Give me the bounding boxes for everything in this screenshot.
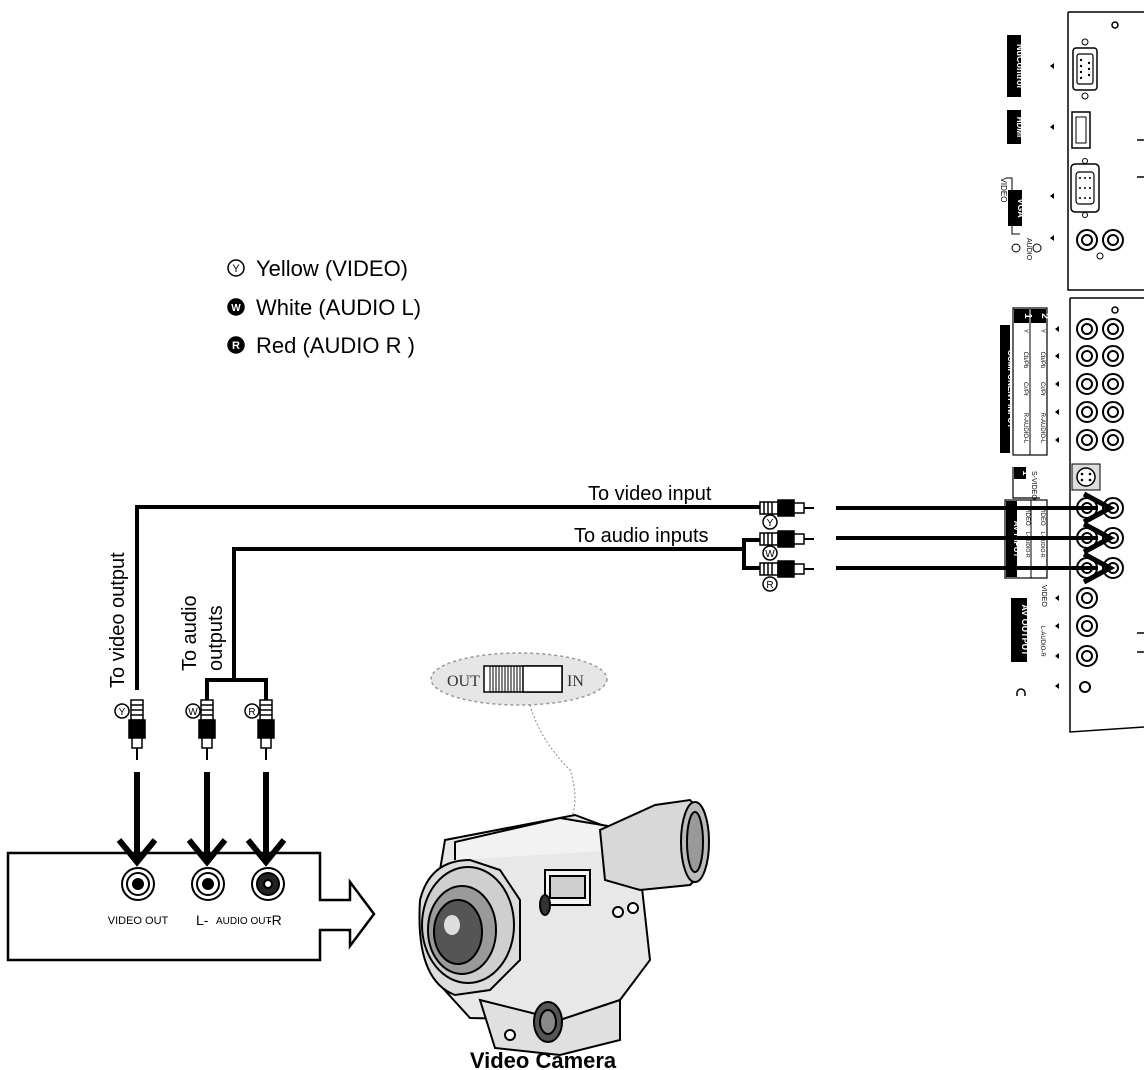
- rca-plug-audio-r: [759, 560, 814, 578]
- to-audio-outputs-label: To audio: [179, 595, 201, 671]
- nucontrol-label-box: [1007, 35, 1021, 97]
- headphone-icon: [1016, 688, 1026, 696]
- audio-right-label: -R: [267, 912, 282, 928]
- legend-symbol: R: [232, 340, 240, 352]
- vga-label: VGA: [1016, 198, 1026, 218]
- vga-video-label: VIDEO: [999, 178, 1008, 203]
- yellow-symbol-icon: [227, 259, 245, 277]
- video-camera-illustration: [418, 798, 710, 1057]
- legend-text: Yellow (VIDEO): [256, 256, 408, 281]
- svideo-number: 1: [1021, 470, 1031, 475]
- to-audio-outputs-label: outputs: [205, 605, 227, 671]
- yellow-symbol-icon: [114, 703, 130, 719]
- rca-plugs-tv: [759, 499, 814, 592]
- plug-symbol: R: [766, 580, 773, 591]
- component-row-label: R-AUDIO-L: [1022, 413, 1028, 444]
- component-input: COMPONENT INPUT 1 2 Y Cb/Pb Cr/Pr R-AUDI…: [1000, 307, 1124, 456]
- cables-to-tv: [135, 491, 1116, 690]
- rca-plug-audio-l-down: [198, 699, 216, 760]
- av-video-label: VIDEO: [1024, 507, 1030, 526]
- arrows-to-camera: [116, 772, 287, 867]
- component-1-label: 1: [1022, 313, 1033, 319]
- legend: Y Yellow (VIDEO) W White (AUDIO L) R Red…: [227, 256, 421, 358]
- av-output: VIDEO AV OUTPUT L-AUDIO-R: [1011, 585, 1098, 696]
- component-jacks: [1076, 318, 1124, 451]
- to-audio-inputs-label: To audio inputs: [574, 525, 709, 547]
- red-symbol-icon: [762, 576, 778, 592]
- audio-l-jack: [191, 867, 225, 901]
- switch-out-label: OUT: [447, 673, 480, 690]
- component-2-label: 2: [1039, 313, 1050, 319]
- rca-plug-video: [759, 499, 814, 517]
- av-out-audio-label: L-AUDIO-R: [1039, 626, 1045, 657]
- legend-text: White (AUDIO L): [256, 295, 421, 320]
- component-row-label: Cr/Pr: [1022, 382, 1028, 396]
- av-out-video-label: VIDEO: [1040, 585, 1047, 607]
- white-symbol-icon: [227, 298, 245, 316]
- video-out-label: VIDEO OUT: [108, 915, 169, 927]
- legend-item-white: W White (AUDIO L): [227, 295, 421, 320]
- component-row-label: Y: [1039, 329, 1045, 333]
- legend-item-yellow: Y Yellow (VIDEO): [227, 256, 408, 281]
- nucontrol-label: NuControl: [1015, 44, 1025, 88]
- nucontrol-port: NuControl: [1007, 35, 1098, 100]
- switch-in-label: IN: [567, 673, 584, 690]
- av-audio-label: L-AUDIO-R: [1024, 532, 1030, 558]
- svideo-label: S-VIDEO: [1030, 471, 1037, 500]
- vga-port: VIDEO VGA AUDIO: [999, 158, 1124, 261]
- output-switch: OUT IN: [430, 652, 608, 823]
- camera-jack-panel: VIDEO OUT L- AUDIO OUT -R: [6, 851, 376, 962]
- headphone-jack: [1079, 681, 1091, 693]
- tv-side-panel: [1067, 11, 1144, 733]
- component-row-label: Cr/Pr: [1039, 382, 1045, 396]
- component-row-label: Cb/Pb: [1039, 352, 1045, 369]
- component-input-label: COMPONENT INPUT: [1006, 350, 1015, 428]
- plug-symbol: W: [188, 707, 198, 718]
- legend-text: Red (AUDIO R ): [256, 333, 415, 358]
- component-row-label: Y: [1022, 329, 1028, 333]
- to-video-input-label: To video input: [588, 483, 712, 505]
- video-camera-label: Video Camera: [470, 1048, 617, 1070]
- legend-symbol: Y: [232, 263, 240, 275]
- legend-symbol: W: [231, 303, 241, 314]
- av-output-label: AV OUTPUT: [1020, 604, 1030, 656]
- rca-plug-video-down: [128, 699, 146, 760]
- plug-symbol: Y: [767, 518, 774, 529]
- camera-side-cables: [205, 678, 268, 700]
- hdmi-port: HDMI: [1007, 110, 1091, 149]
- to-video-output-label: To video output: [107, 552, 129, 688]
- rca-plug-audio-r-down: [257, 699, 275, 760]
- plug-symbol: R: [248, 707, 255, 718]
- component-row-label: Cb/Pb: [1022, 352, 1028, 369]
- av-input: 1 S-VIDEO AV INPUT VIDEO L-AUDIO-R VIDEO…: [1004, 463, 1124, 579]
- audio-out-label: AUDIO OUT: [216, 916, 272, 927]
- audio-left-label: L-: [196, 912, 209, 928]
- red-symbol-icon: [227, 336, 245, 354]
- legend-item-red: R Red (AUDIO R ): [227, 333, 415, 358]
- component-row-label: R-AUDIO-L: [1039, 413, 1045, 444]
- plug-symbol: W: [765, 549, 775, 560]
- video-out-jack: [121, 867, 155, 901]
- red-symbol-icon: [244, 703, 260, 719]
- hdmi-label: HDMI: [1015, 117, 1024, 137]
- plug-symbol: Y: [119, 707, 126, 718]
- yellow-symbol-icon: [762, 514, 778, 530]
- rca-plug-audio-l: [759, 530, 814, 548]
- white-symbol-icon: [762, 545, 778, 561]
- white-symbol-icon: [185, 703, 201, 719]
- av-video-label: VIDEO: [1039, 507, 1045, 526]
- audio-r-jack: [251, 867, 285, 901]
- vga-audio-label: AUDIO: [1025, 238, 1032, 261]
- av-audio-label: L-AUDIO-R: [1039, 532, 1045, 558]
- rca-plugs-camera: [114, 699, 275, 760]
